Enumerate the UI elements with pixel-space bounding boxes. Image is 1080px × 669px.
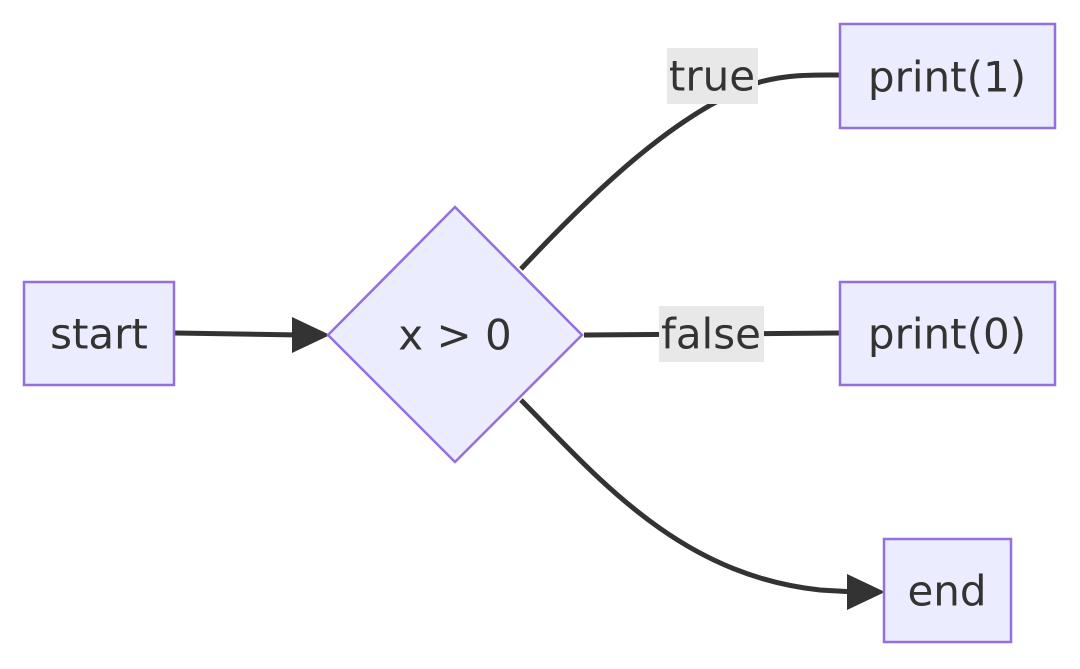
node-print1[interactable]: print(1) — [838, 22, 1057, 130]
node-print0-label: print(0) — [868, 310, 1026, 359]
edge-label-true-bg — [667, 48, 758, 104]
node-start-label: start — [50, 310, 148, 359]
node-print0[interactable]: print(0) — [838, 280, 1057, 387]
nodes: start x > 0 print(1) print(0) end — [22, 22, 1057, 644]
edge-label-false-bg — [659, 306, 764, 362]
edge-label-false: false — [661, 310, 761, 359]
node-start[interactable]: start — [22, 280, 176, 387]
node-end-box — [882, 537, 1013, 644]
arrowhead-decision-to-end — [847, 574, 885, 610]
node-print1-label: print(1) — [868, 53, 1026, 102]
arrowhead-start-to-decision — [292, 317, 330, 353]
edge-label-true: true — [669, 52, 755, 101]
node-decision[interactable]: x > 0 — [326, 205, 584, 464]
node-print1-box — [838, 22, 1057, 130]
node-end[interactable]: end — [882, 537, 1013, 644]
node-decision-label: x > 0 — [398, 311, 511, 360]
node-print0-box — [838, 280, 1057, 387]
edge-labels: true false — [659, 48, 764, 362]
node-start-box — [22, 280, 176, 387]
node-decision-diamond — [326, 205, 584, 464]
node-end-label: end — [907, 567, 986, 616]
edge-decision-to-end — [519, 398, 856, 595]
edge-start-to-decision — [174, 330, 301, 338]
edge-decision-to-print1 — [519, 72, 841, 271]
